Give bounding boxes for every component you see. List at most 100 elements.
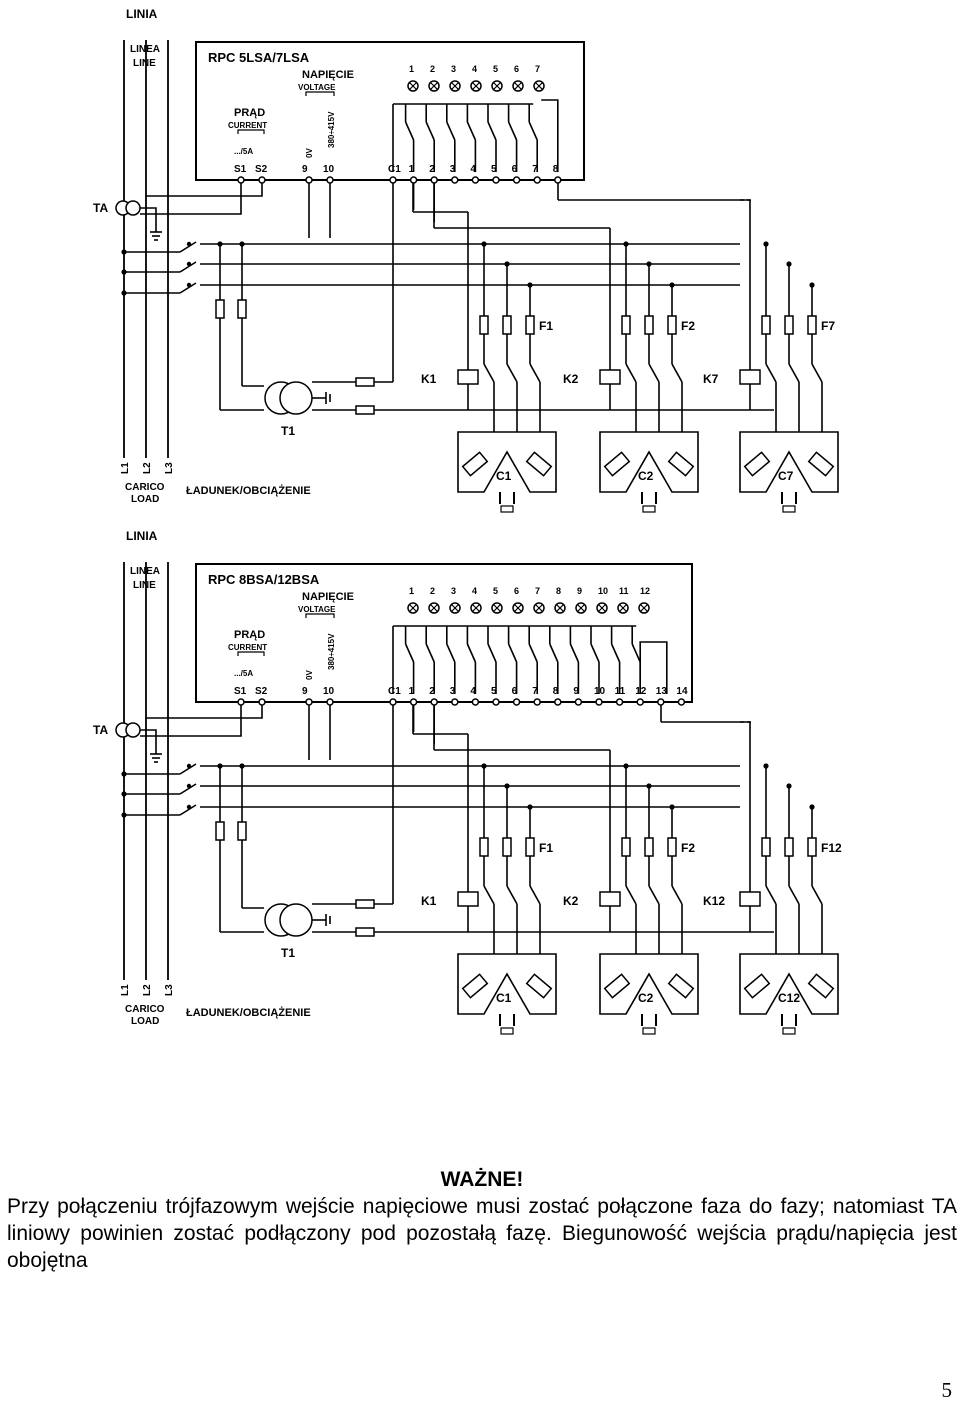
output-terminal-label: 14 bbox=[676, 686, 688, 697]
junction-dot bbox=[527, 804, 533, 810]
load-label-pl: ŁADUNEK/OBCIĄŻENIE bbox=[186, 1006, 311, 1019]
contactor-blade bbox=[788, 885, 800, 905]
relay-contact-blade bbox=[446, 643, 456, 663]
load-label: LOAD bbox=[131, 494, 159, 505]
ct-s2-wire bbox=[146, 183, 263, 197]
switch-arrow bbox=[186, 804, 192, 810]
junction-dot bbox=[669, 282, 675, 288]
contactor-coil bbox=[739, 891, 761, 907]
ct-s2-wire bbox=[146, 705, 263, 719]
junction-dot bbox=[504, 783, 510, 789]
relay-contact-blade bbox=[404, 121, 415, 141]
step-led-cross bbox=[493, 604, 501, 612]
step-fuse bbox=[621, 315, 631, 335]
contactor-coil bbox=[599, 891, 621, 907]
section-label: LINIA bbox=[126, 7, 158, 21]
ct-wire bbox=[140, 729, 157, 754]
output-terminal bbox=[533, 698, 541, 706]
contactor-blade bbox=[483, 363, 495, 383]
contactor-blade bbox=[625, 885, 637, 905]
switch-arrow bbox=[186, 282, 192, 288]
output-terminal bbox=[492, 176, 500, 184]
relay-contact-blade bbox=[507, 121, 518, 141]
capacitor-element bbox=[807, 973, 835, 999]
line-label: LINE bbox=[133, 58, 156, 69]
contactor-label: K1 bbox=[421, 894, 437, 908]
notice-text: Przy połączeniu trójfazowym wejście napi… bbox=[7, 1195, 957, 1272]
load-label: LOAD bbox=[131, 1016, 159, 1027]
contactor-blade bbox=[811, 885, 823, 905]
step-led-cross bbox=[472, 604, 480, 612]
disconnect-blade bbox=[179, 804, 197, 816]
led-number: 4 bbox=[472, 64, 477, 74]
voltage-label-en: VOLTAGE bbox=[298, 605, 336, 614]
disconnect-blade bbox=[179, 261, 197, 273]
ct-s1-wire bbox=[140, 183, 242, 215]
switch-arrow bbox=[186, 261, 192, 267]
led-number: 6 bbox=[514, 64, 519, 74]
current-label-en: CURRENT bbox=[228, 121, 267, 130]
control-fuse bbox=[355, 927, 375, 937]
junction-dot bbox=[786, 261, 792, 267]
output-terminal bbox=[389, 698, 397, 706]
output-terminal bbox=[677, 698, 686, 706]
step-fuse bbox=[644, 837, 654, 857]
led-number: 2 bbox=[430, 64, 435, 74]
contactor-label: K2 bbox=[563, 372, 579, 386]
input-terminal-label: 10 bbox=[323, 164, 335, 175]
contactor-blade bbox=[788, 363, 800, 383]
alarm-contact bbox=[639, 641, 668, 694]
capacitor-bank bbox=[457, 953, 557, 1015]
junction-dot bbox=[121, 290, 127, 296]
output-terminal-label: 6 bbox=[512, 686, 518, 697]
capacitor-label: C1 bbox=[496, 469, 512, 483]
phase-label: L1 bbox=[120, 984, 131, 996]
output-terminal-label: 13 bbox=[656, 686, 668, 697]
output-terminal-label: 2 bbox=[429, 686, 435, 697]
fuse-label: F12 bbox=[821, 841, 842, 855]
relay-contact-blade bbox=[446, 121, 456, 141]
led-number: 1 bbox=[409, 64, 414, 74]
output-terminal bbox=[554, 698, 562, 706]
switch-arrow bbox=[186, 783, 192, 789]
fuse-label: F1 bbox=[539, 319, 553, 333]
contactor-blade bbox=[529, 885, 541, 905]
junction-dot bbox=[809, 282, 815, 288]
contactor-coil bbox=[599, 369, 621, 385]
input-terminal bbox=[326, 176, 334, 184]
output-terminal-label: 4 bbox=[470, 164, 476, 175]
capacitor-element bbox=[807, 451, 835, 477]
disconnect-blade bbox=[179, 282, 197, 294]
contactor-blade bbox=[506, 885, 518, 905]
current-label: PRĄD bbox=[234, 107, 265, 119]
discharge-resistor bbox=[500, 505, 514, 513]
contactor-blade bbox=[765, 885, 777, 905]
voltage-label: NAPIĘCIE bbox=[302, 69, 354, 81]
capacitor-label: C7 bbox=[778, 469, 794, 483]
input-terminal bbox=[237, 698, 245, 706]
junction-dot bbox=[809, 804, 815, 810]
output-terminal-label: 5 bbox=[491, 164, 497, 175]
junction-dot bbox=[121, 269, 127, 275]
junction-dot bbox=[481, 241, 487, 247]
led-number: 5 bbox=[493, 586, 498, 596]
discharge-resistor bbox=[782, 1027, 796, 1035]
junction-dot bbox=[763, 763, 769, 769]
phase-label: L2 bbox=[142, 462, 153, 474]
voltage-fuse bbox=[215, 299, 225, 319]
load-label: CARICO bbox=[125, 1004, 165, 1015]
fuse-label: F2 bbox=[681, 841, 695, 855]
output-terminal-label: 8 bbox=[553, 686, 559, 697]
input-terminal-label: 10 bbox=[323, 686, 335, 697]
step-led-cross bbox=[577, 604, 585, 612]
voltage-label-en: VOLTAGE bbox=[298, 83, 336, 92]
output-terminal bbox=[409, 176, 418, 184]
disconnect-blade bbox=[179, 241, 197, 253]
ct-ratio: .../5A bbox=[234, 147, 253, 156]
input-terminal-label: S1 bbox=[234, 686, 247, 697]
step-fuse bbox=[784, 315, 794, 335]
output-terminal-label: 5 bbox=[491, 686, 497, 697]
input-terminal bbox=[258, 176, 266, 184]
led-number: 10 bbox=[598, 586, 608, 596]
step-led-cross bbox=[409, 604, 417, 612]
